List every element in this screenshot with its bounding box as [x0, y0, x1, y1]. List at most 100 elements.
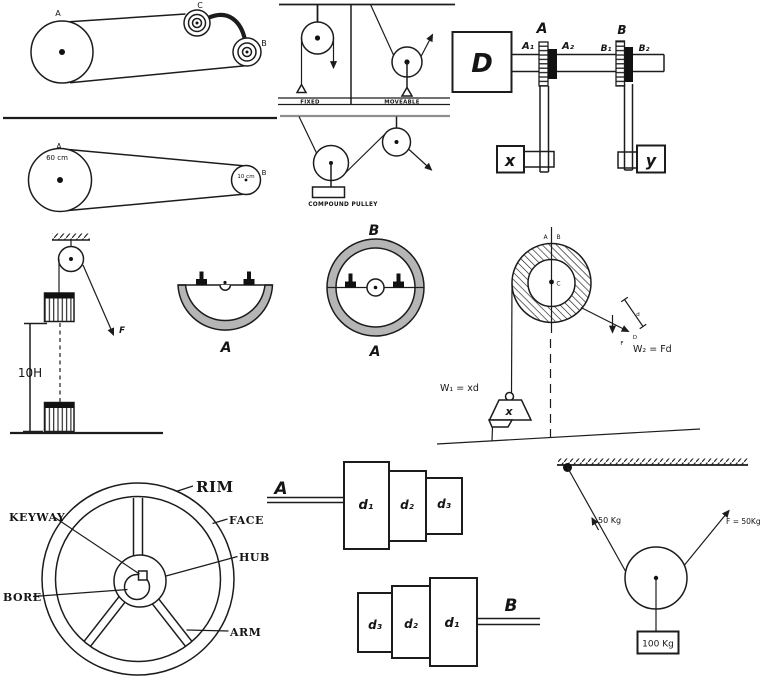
- label-fixed: FIXED: [300, 99, 320, 105]
- label-dim-d: d: [636, 312, 640, 318]
- lower-weight-block: [43, 401, 75, 433]
- step-a-d1: [343, 461, 390, 550]
- label-axle-d-point: D: [633, 335, 637, 341]
- clutch-a2: [548, 49, 557, 79]
- label-compound-pulley: COMPOUND PULLEY: [308, 202, 378, 208]
- belt-drive-guide-panel: A C B: [30, 1, 267, 84]
- ceiling-hatch: [558, 458, 748, 465]
- split-pulley-panel: A B A: [177, 223, 425, 360]
- gear-b-bar: [623, 84, 634, 171]
- label-height-10h: 10H: [18, 366, 42, 380]
- flywheel-keyway: [137, 570, 148, 581]
- compound-load: [311, 186, 346, 199]
- hoist-panel: F 10H: [10, 233, 163, 435]
- full-pulley-section: B A: [326, 223, 425, 360]
- pulley-demo-panel: 50 Kg F = 50Kg 100 Kg: [557, 458, 761, 655]
- label-full-a: A: [369, 344, 381, 360]
- axle-pulley-rim: [511, 242, 592, 324]
- label-left-tension: 50 Kg: [598, 516, 621, 525]
- label-shaft-b: B: [617, 23, 626, 37]
- bolt-left: [196, 271, 207, 285]
- label-a: A: [56, 142, 62, 151]
- moveable-pulley: [369, 4, 434, 97]
- label-half-a: A: [220, 340, 232, 356]
- drive-box-d: [451, 31, 513, 93]
- label-pulley-c: C: [197, 1, 203, 10]
- pulley-types-panel: FIXED MOVEABLE: [278, 3, 455, 118]
- label-shaft-a: A: [272, 479, 287, 499]
- label-axle-a: A: [543, 234, 548, 241]
- flywheel-panel: RIM KEYWAY FACE HUB BORE ARM: [3, 478, 270, 676]
- label-a-d2: d₂: [400, 498, 415, 512]
- pulley-b: [232, 37, 262, 67]
- label-b-d2: d₂: [404, 617, 419, 631]
- ground-line: [436, 428, 701, 445]
- label-a1: A₁: [521, 41, 534, 52]
- label-shaft-a: A: [536, 21, 548, 37]
- cone-pulley-a: A d₁ d₂ d₃: [267, 461, 463, 550]
- load-box: [636, 630, 680, 655]
- label-force-f: F: [119, 326, 125, 336]
- label-a-d3: d₃: [437, 497, 452, 511]
- label-face: FACE: [229, 514, 264, 527]
- fixed-pulley: [295, 4, 338, 94]
- label-w1: W₁ = xd: [440, 383, 479, 394]
- label-a-d1: d₁: [359, 498, 374, 513]
- label-shaft-b: B: [505, 596, 518, 616]
- wheel-axle-panel: A B C F D d W₂ = Fd W₁ = xd x: [436, 227, 701, 445]
- label-keyway: KEYWAY: [9, 511, 65, 524]
- upper-weight-block: [43, 292, 75, 323]
- label-d: D: [471, 49, 493, 79]
- half-pulley-section: A: [177, 271, 274, 356]
- cone-pulleys-panel: A d₁ d₂ d₃ B d₃ d₂ d₁: [267, 461, 540, 667]
- clutch-b1: [615, 40, 626, 87]
- label-arm: ARM: [229, 626, 261, 639]
- bolt-left: [345, 273, 356, 288]
- bolt-right: [243, 271, 255, 285]
- drive-shaft: [512, 53, 665, 73]
- step-b-d1: [429, 577, 478, 667]
- label-load: 100 Kg: [642, 640, 674, 650]
- output-box-x: [496, 145, 525, 174]
- weight-x: x: [487, 391, 533, 442]
- label-b-d1: d₁: [445, 616, 460, 631]
- flywheel-arms: [83, 498, 193, 647]
- label-bore: BORE: [3, 591, 42, 604]
- gear-a-bar: [539, 86, 550, 173]
- output-box-y: [636, 144, 666, 174]
- label-w2: W₂ = Fd: [633, 344, 672, 355]
- step-a-d2: [388, 470, 427, 542]
- label-b-d3: d₃: [368, 618, 383, 632]
- label-weight-x: x: [504, 405, 513, 418]
- label-y: y: [646, 151, 657, 170]
- cone-pulley-b: B d₃ d₂ d₁: [357, 577, 540, 667]
- label-moveable: MOVEABLE: [384, 99, 419, 105]
- label-b: B: [262, 169, 267, 177]
- label-b2: B₂: [639, 44, 650, 54]
- label-b1: B₁: [601, 44, 612, 54]
- ceiling-hatch: [52, 233, 90, 240]
- label-axle-f: F: [620, 341, 623, 347]
- clutch-a1: [538, 41, 549, 87]
- flywheel-pointers: [32, 485, 238, 632]
- belt-drive-open-panel: A 60 cm B 10 cm: [27, 142, 267, 213]
- label-axle-c: C: [556, 281, 560, 288]
- compound-pulley-panel: COMPOUND PULLEY: [298, 116, 433, 208]
- guide-pulley-c: [183, 9, 211, 37]
- clutch-b2: [624, 47, 633, 82]
- label-pulley-b: B: [261, 39, 267, 48]
- gear-train-panel: D A A₁ A₂ B B₁ B₂ x y: [451, 21, 666, 174]
- bolt-right: [393, 273, 404, 288]
- label-axle-b: B: [556, 234, 560, 241]
- label-full-b: B: [369, 223, 380, 239]
- label-applied-force: F = 50Kg: [726, 517, 761, 526]
- label-a2: A₂: [561, 41, 575, 52]
- label-pulley-a: A: [55, 9, 61, 18]
- label-x: x: [504, 151, 516, 170]
- step-b-d2: [391, 585, 431, 659]
- label-b-diameter: 10 cm: [237, 174, 254, 180]
- step-a-d3: [425, 477, 463, 535]
- label-hub: HUB: [239, 551, 270, 564]
